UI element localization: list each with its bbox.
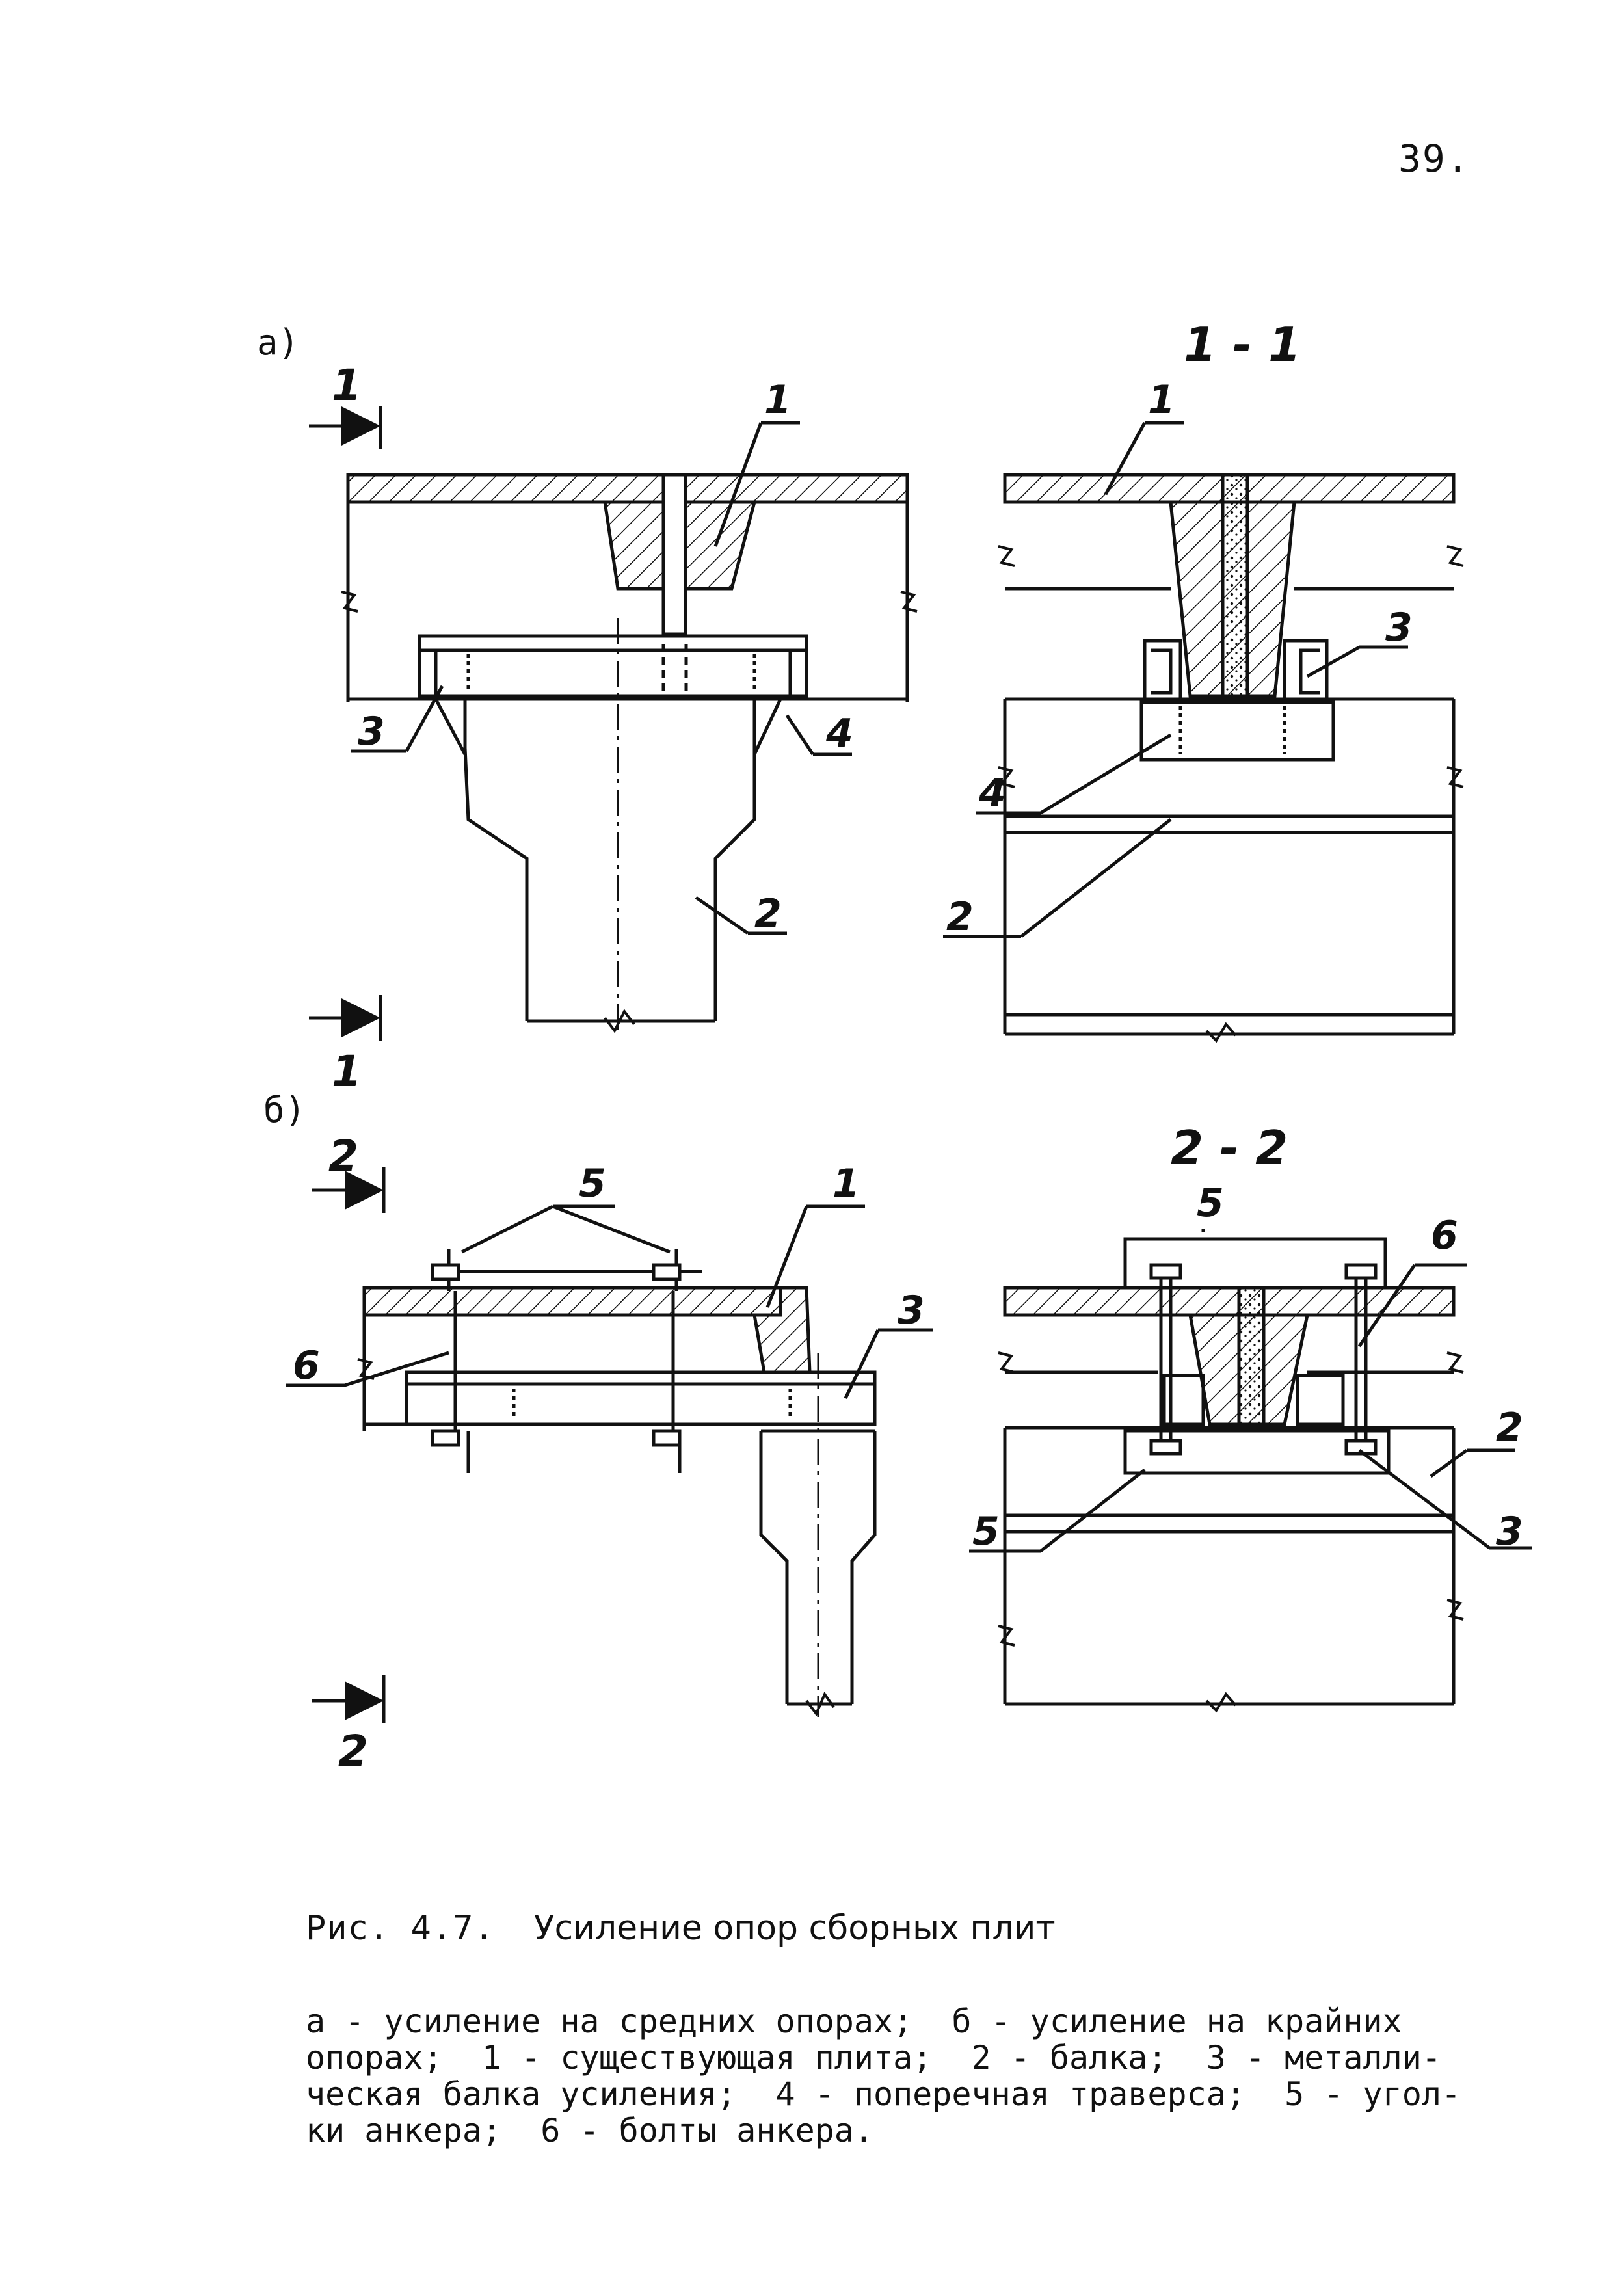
- reinforcement-diagram: а) 1 - 1 1 1 1 3 4 2 1 3 4 2 б) 2 - 2 2 …: [257, 317, 1532, 1776]
- callout-a-left-1: 1: [764, 377, 792, 423]
- callout-b-left-3: 3: [898, 1288, 925, 1333]
- panel-a-elevation: [309, 406, 918, 1041]
- figure-caption: Рис. 4.7. Усиление опор сборных плит: [306, 1909, 1056, 1948]
- figure-title: Усиление опор сборных плит: [533, 1909, 1056, 1948]
- callout-a-left-2: 2: [754, 891, 782, 937]
- panel-b-section: [969, 1229, 1532, 1713]
- cut-mark-2-bottom: 2: [338, 1726, 368, 1776]
- section-1-1-title: 1 - 1: [1184, 317, 1301, 372]
- callout-b-right-6: 6: [1431, 1213, 1458, 1258]
- legend-line: опорах; 1 - существующая плита; 2 - балк…: [306, 2039, 1441, 2077]
- callout-a-left-4: 4: [825, 711, 853, 756]
- page-number: 39.: [1398, 137, 1471, 181]
- callout-a-right-4: 4: [978, 771, 1006, 816]
- callout-b-left-6: 6: [293, 1343, 320, 1389]
- cut-mark-1-bottom: 1: [332, 1046, 362, 1097]
- callout-b-right-5-top: 5: [1197, 1180, 1224, 1226]
- callout-b-right-3: 3: [1496, 1509, 1523, 1554]
- cut-mark-1-top: 1: [332, 360, 362, 410]
- panel-a-label: а): [257, 322, 299, 363]
- section-2-2-title: 2 - 2: [1171, 1121, 1288, 1175]
- callout-b-right-2: 2: [1496, 1405, 1523, 1450]
- callout-a-left-3: 3: [358, 709, 385, 754]
- callout-a-right-1: 1: [1148, 377, 1175, 423]
- callout-b-right-5-bottom: 5: [972, 1509, 1000, 1554]
- callout-b-left-1: 1: [832, 1161, 860, 1206]
- legend-line: а - усиление на средних опорах; б - усил…: [306, 2002, 1402, 2040]
- panel-b-elevation: [286, 1167, 933, 1723]
- callout-b-left-5: 5: [579, 1161, 606, 1206]
- legend-line: ческая балка усиления; 4 - поперечная тр…: [306, 2075, 1461, 2113]
- callout-a-right-3: 3: [1385, 605, 1413, 650]
- figure-number: Рис. 4.7.: [306, 1909, 495, 1948]
- figure-legend: а - усиление на средних опорах; б - усил…: [306, 2003, 1496, 2149]
- callout-a-right-2: 2: [946, 894, 974, 940]
- legend-line: ки анкера; 6 - болты анкера.: [306, 2112, 873, 2149]
- cut-mark-2-top: 2: [328, 1131, 358, 1181]
- panel-a-section: [943, 421, 1464, 1043]
- panel-b-label: б): [263, 1089, 306, 1130]
